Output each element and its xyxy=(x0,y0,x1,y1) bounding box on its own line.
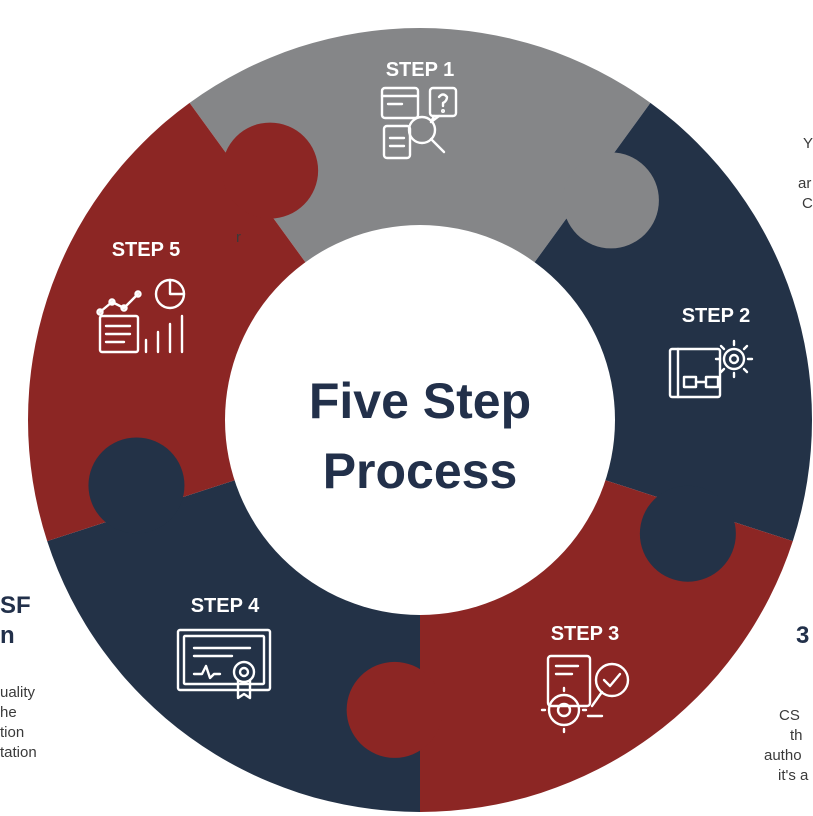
center-title-line-1: Five Step xyxy=(309,373,531,429)
step-2-label: STEP 2 xyxy=(682,305,751,327)
report-chart-analytics-icon xyxy=(96,278,186,354)
step-1-segment xyxy=(189,27,651,267)
right-bottom-line-2: th xyxy=(790,727,803,744)
step-1-label: STEP 1 xyxy=(386,59,455,81)
right-bottom-line-3: autho xyxy=(764,747,802,764)
right-bottom-line-4: it's a xyxy=(778,767,809,784)
puzzle-knob-2 xyxy=(639,485,736,582)
puzzle-knob-4 xyxy=(88,437,185,534)
step-3-label: STEP 3 xyxy=(551,623,620,645)
left-line-1: uality xyxy=(0,684,36,701)
step-4-segment xyxy=(47,478,420,812)
certificate-icon xyxy=(176,628,272,700)
left-top-fragment: r xyxy=(236,229,241,246)
right-bottom-line-1: CS xyxy=(779,707,800,724)
analysis-gear-checkmark-icon xyxy=(540,654,630,734)
puzzle-knob-3 xyxy=(346,661,443,758)
left-title-fragment-1: SF xyxy=(0,592,31,619)
research-document-search-icon xyxy=(380,86,458,160)
left-line-4: tation xyxy=(0,744,37,761)
step-4-label: STEP 4 xyxy=(191,595,260,617)
center-disc xyxy=(225,225,615,615)
right-number-fragment: 3 xyxy=(796,622,810,649)
blueprint-gear-workflow-icon xyxy=(668,339,754,399)
right-line-1: Y xyxy=(803,135,813,152)
step-5-segment xyxy=(27,102,309,542)
left-line-2: he xyxy=(0,704,17,721)
left-title-fragment-2: n xyxy=(0,622,15,649)
step-5-label: STEP 5 xyxy=(112,239,181,261)
center-title-line-2: Process xyxy=(323,443,518,499)
right-line-4: C xyxy=(802,195,813,212)
puzzle-knob-5 xyxy=(222,122,319,219)
left-line-3: tion xyxy=(0,724,25,741)
puzzle-knob-1 xyxy=(562,152,659,249)
right-line-3: ar xyxy=(798,175,812,192)
